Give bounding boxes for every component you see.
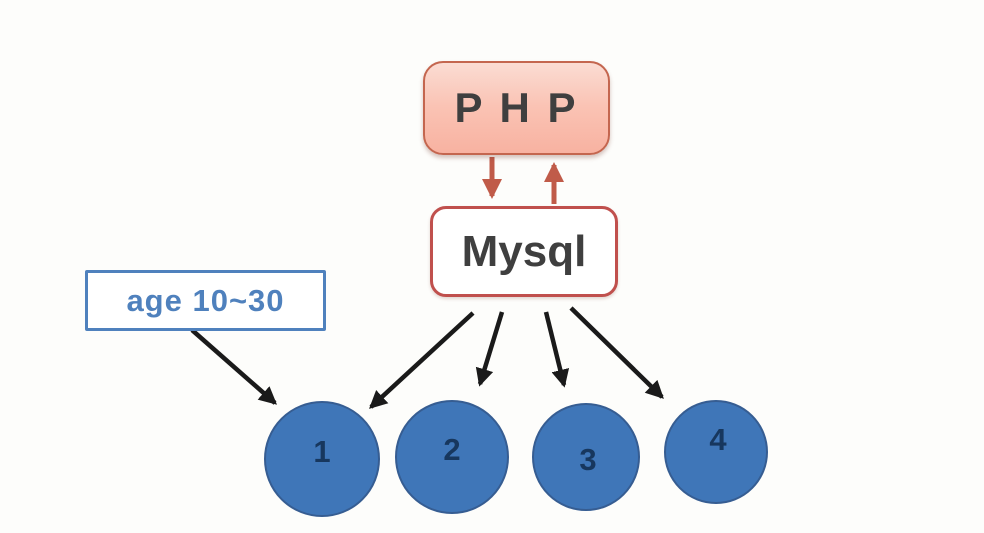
db-node-1-label: 1 (313, 434, 331, 469)
arrow-mysql-to-node-3 (543, 311, 570, 388)
arrow-mysql-to-node-2 (475, 311, 505, 387)
db-node-3-label: 3 (579, 442, 597, 477)
mysql-box: Mysql (430, 206, 618, 297)
age-range-label-box: age 10~30 (85, 270, 326, 331)
age-range-label: age 10~30 (126, 282, 285, 318)
php-box-label: P H P (454, 84, 579, 131)
arrow-mysql-to-node-1 (369, 311, 475, 409)
db-node-4-label: 4 (709, 422, 727, 457)
arrow-mysql-to-node-4 (569, 306, 664, 399)
php-box: P H P (423, 61, 610, 155)
arrow-age-to-node-1 (190, 328, 278, 405)
db-node-4: 4 (664, 400, 768, 504)
mysql-box-label: Mysql (461, 226, 587, 276)
db-node-3: 3 (532, 403, 640, 511)
db-node-2: 2 (395, 400, 509, 514)
db-node-2-label: 2 (443, 432, 461, 467)
db-node-1: 1 (264, 401, 380, 517)
